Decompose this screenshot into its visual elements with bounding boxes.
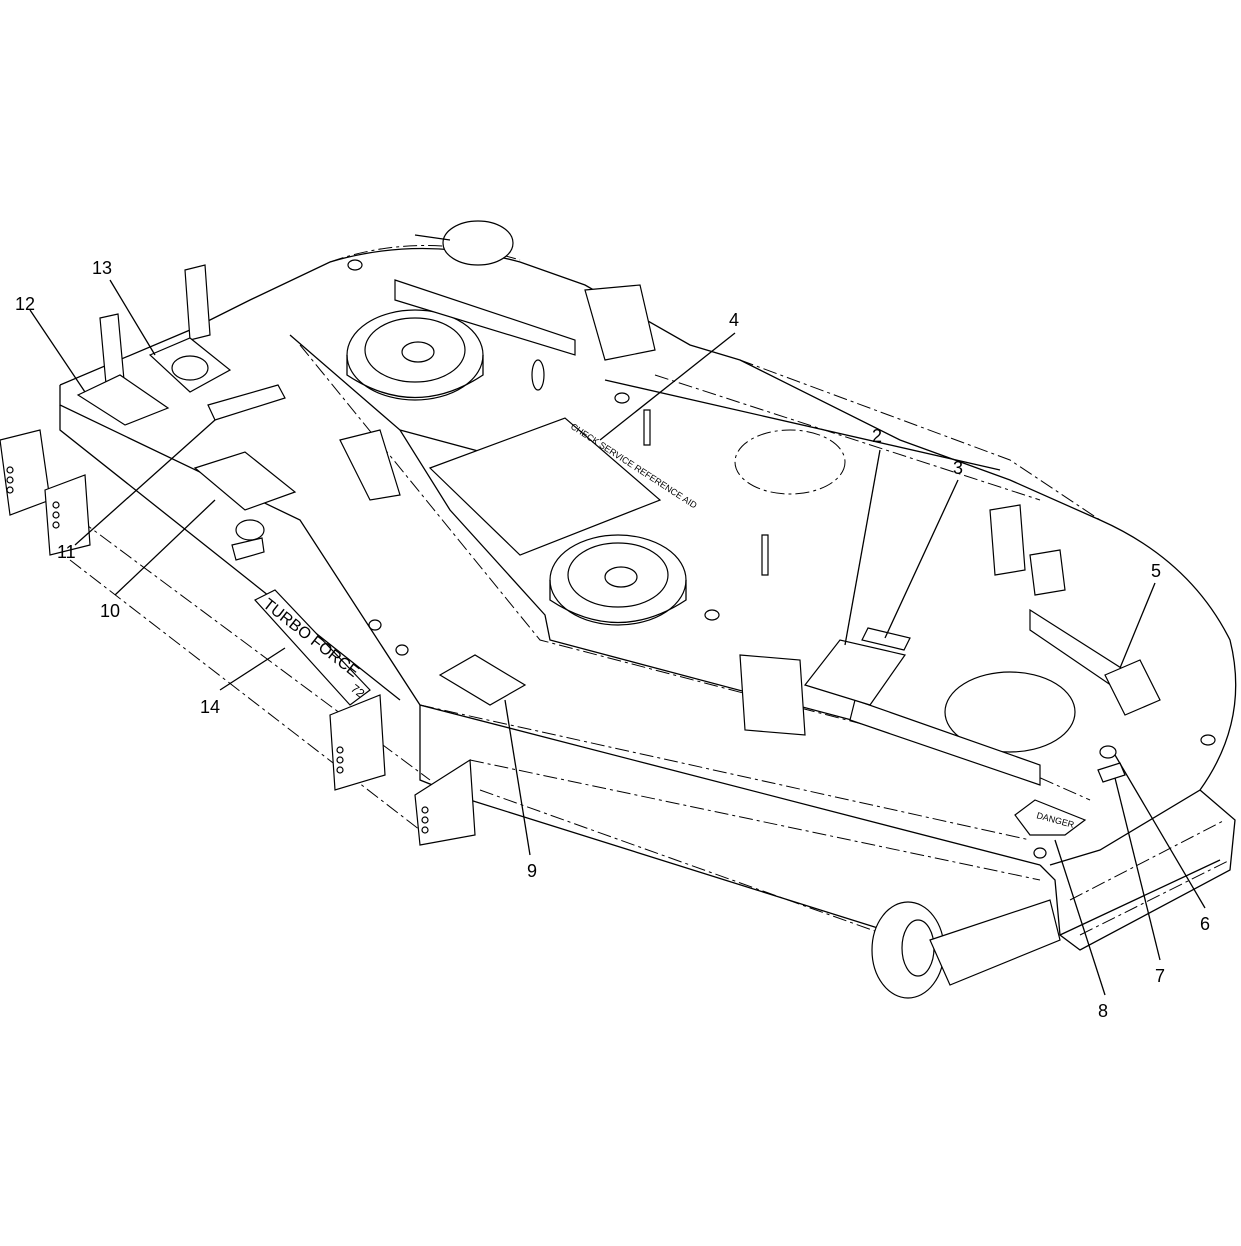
decal-12 [76,374,170,426]
callout-2: 2 [872,426,882,446]
decal-danger: DANGER [1014,799,1087,836]
callout-9: 9 [527,861,537,881]
callout-12: 12 [15,294,35,314]
brand-text: TURBO FORCE [260,596,362,681]
front-spindle-pulley [549,534,687,626]
grease-fitting [231,519,265,561]
callout-labels: 2 3 4 5 6 7 8 9 10 11 12 13 14 [15,258,1210,1021]
leader-lines [29,279,1206,996]
decal-2 [803,639,907,706]
callout-7: 7 [1155,966,1165,986]
decal-5 [1104,659,1161,716]
callout-14: 14 [200,697,220,717]
decal-3 [861,627,911,651]
callout-6: 6 [1200,914,1210,934]
callout-11: 11 [57,542,76,562]
bolt-heads [347,259,1216,859]
decal-7 [1097,762,1126,783]
decal-11 [207,384,286,421]
callout-3: 3 [953,458,963,478]
callout-10: 10 [100,601,120,621]
decal-check-service: CHECK SERVICE REFERENCE AID [428,417,699,556]
deck-body [59,245,1237,951]
left-hitch-brackets [0,264,476,846]
decal-9 [438,654,527,706]
rear-spindle-pulley [346,309,484,401]
callout-13: 13 [92,258,112,278]
rear-wheel [414,220,514,266]
front-caster-wheel [871,899,1061,999]
decal-13 [148,337,232,393]
callout-8: 8 [1098,1001,1108,1021]
callout-4: 4 [729,310,739,330]
decal-turbo-force: TURBO FORCE 72 [254,589,371,706]
callout-5: 5 [1151,561,1161,581]
decal-10 [193,451,297,511]
idler-openings [734,429,1076,753]
